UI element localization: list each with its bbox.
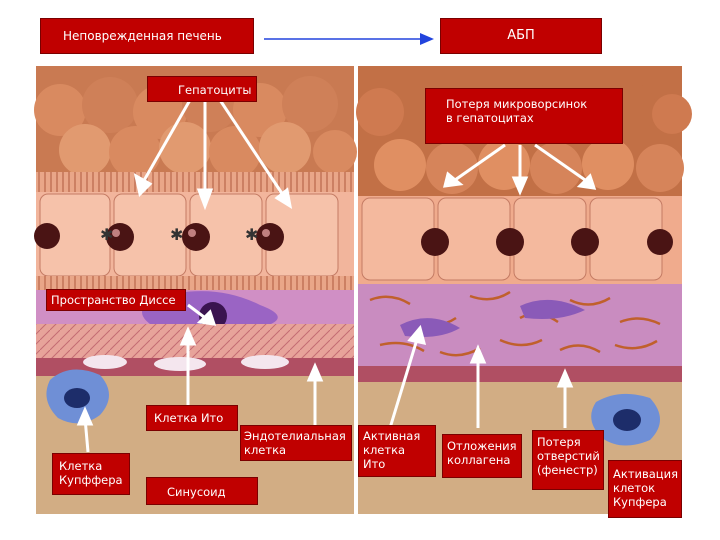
fenestrae-loss-label: Потеря отверстий (фенестр) [532,430,604,490]
normal-liver-title: Неповрежденная печень [40,18,254,54]
kupffer-cell-label: Клетка Купффера [52,453,130,495]
microvilli [36,172,354,194]
hepatocyte-top-layer [34,66,357,178]
collagen-deposits-label: Отложения коллагена [442,434,522,478]
svg-text:✱: ✱ [100,225,113,244]
hepatocyte-row: ✱ ✱ ✱ [34,192,354,280]
sinusoid-label: Синусоид [146,477,258,505]
normal-liver-panel: ✱ ✱ ✱ [34,66,357,514]
endothelium [36,324,354,376]
endothelial-cell-label: Эндотелиальная клетка [240,425,352,461]
microvilli-loss-label: Потеря микроворсинок в гепатоцитах [425,88,623,144]
svg-text:✱: ✱ [170,225,183,244]
ito-cell-label: Клетка Ито [146,405,238,431]
kupffer-activation-label: Активация клеток Купфера [608,460,682,518]
abp-title: АБП [440,18,602,54]
active-ito-label: Активная клетка Ито [358,425,436,477]
hepatocytes-label: Гепатоциты [147,76,257,102]
svg-text:✱: ✱ [245,225,258,244]
hepatocyte-row-abp [358,196,682,284]
microvilli-bottom [36,276,354,292]
progression-arrow [264,33,434,45]
disse-space-label: Пространство Диссе [46,289,186,311]
endothelium-abp [358,366,682,382]
pointer-arrows [76,99,597,453]
